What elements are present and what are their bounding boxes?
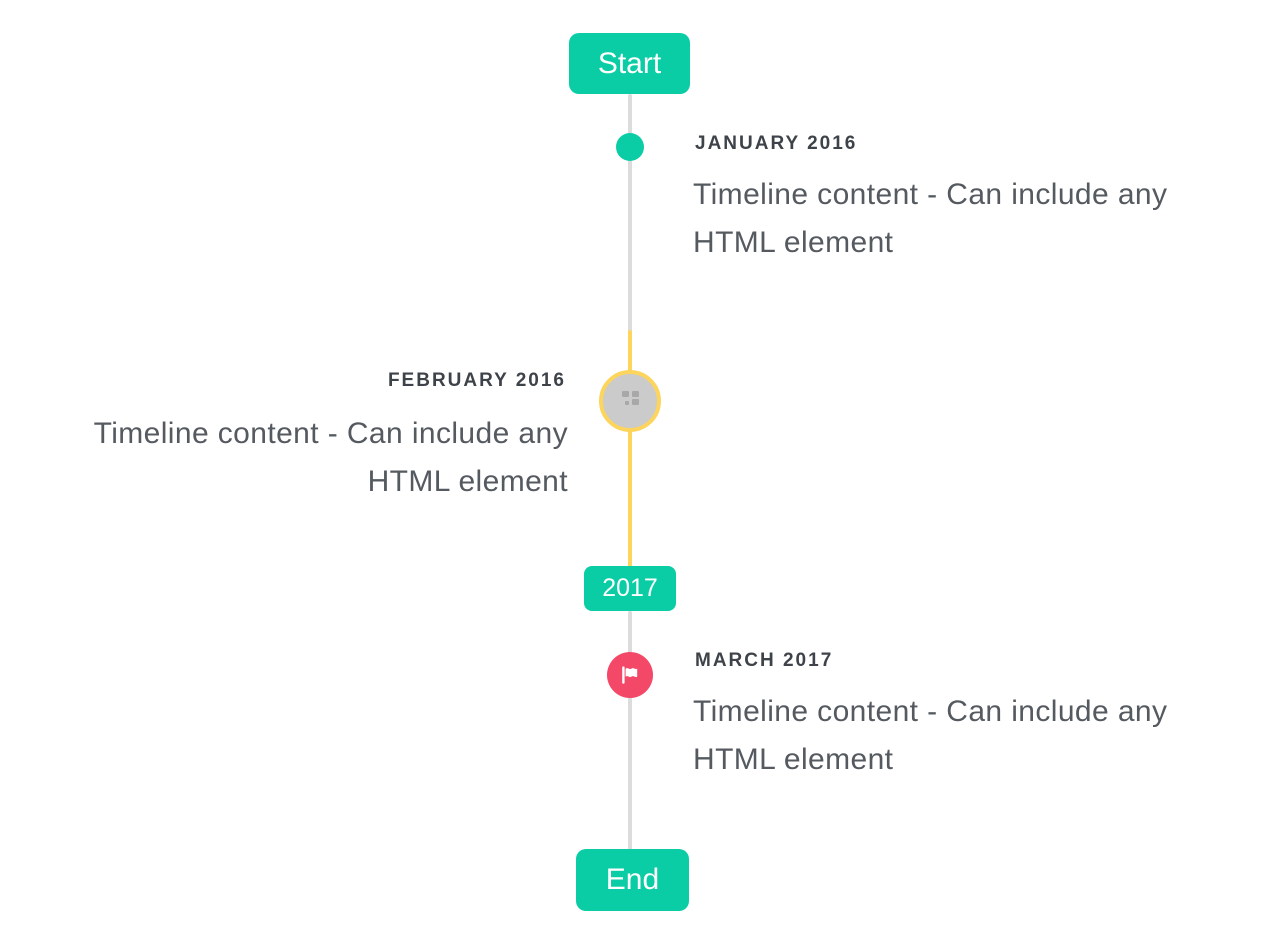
- timeline-end-badge[interactable]: End: [576, 849, 689, 911]
- timeline-line-segment-bottom: [628, 611, 632, 851]
- flag-icon: [618, 663, 642, 687]
- january-marker-dot: [616, 133, 644, 161]
- item-title-january: JANUARY 2016: [695, 133, 858, 154]
- timeline-line-segment-highlight: [628, 330, 632, 567]
- item-content-january: Timeline content - Can include any HTML …: [693, 178, 1168, 259]
- item-content-february: Timeline content - Can include any HTML …: [93, 417, 568, 498]
- item-content-march: Timeline content - Can include any HTML …: [693, 695, 1168, 776]
- timeline-line-segment-top: [628, 94, 632, 332]
- timeline-start-badge[interactable]: Start: [569, 33, 690, 94]
- timeline-year-badge[interactable]: 2017: [584, 566, 676, 611]
- march-marker-flag-circle: [607, 652, 653, 698]
- item-title-february: FEBRUARY 2016: [387, 370, 566, 391]
- broken-image-icon: [621, 391, 639, 405]
- item-title-march: MARCH 2017: [695, 650, 834, 671]
- february-marker-image-circle: [599, 370, 661, 432]
